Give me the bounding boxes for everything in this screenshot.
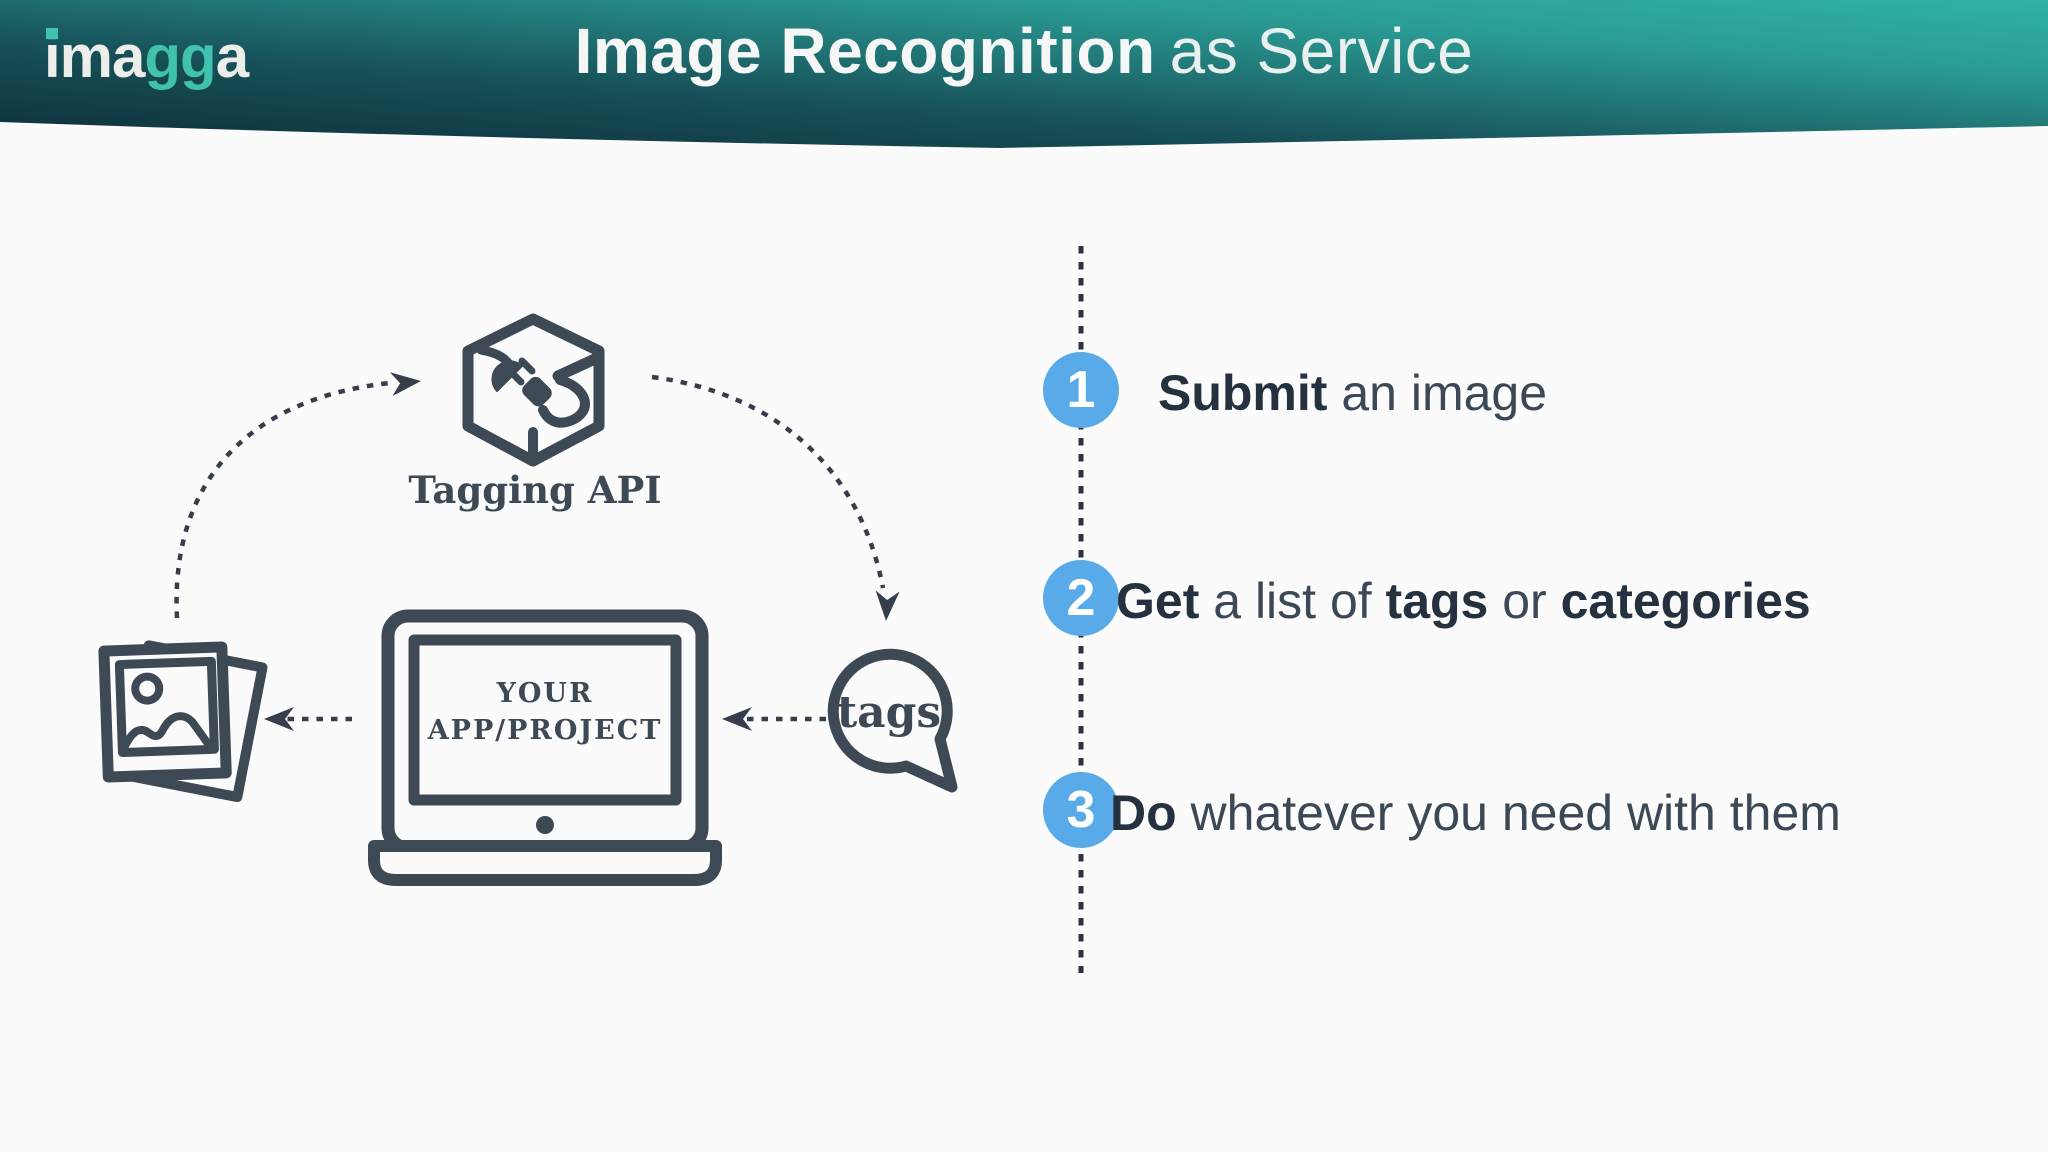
step-1-badge: 1 [1043,352,1119,428]
logo-letter-i: i [44,23,61,90]
header-wave-shape [0,0,2048,148]
logo-letters-gg: gg [144,23,216,90]
tagging-api-icon [462,313,605,467]
header-band [0,0,2048,148]
page-title-light: as Service [1169,15,1474,87]
step-2-number: 2 [1066,569,1096,627]
step-3-number: 3 [1066,781,1096,839]
logo-letter-a: a [215,23,249,90]
imagga-logo: imagga [44,22,249,91]
step-2-segment: tags [1385,573,1489,629]
tags-bubble-icon [827,648,958,793]
tagging-api-label: Tagging API [408,468,661,512]
step-3-badge: 3 [1043,772,1119,848]
step-2-badge: 2 [1043,560,1119,636]
step-2-segment: a list of [1199,573,1386,629]
tags-bubble-label: tags [837,687,941,738]
arrow-photos-to-api-icon [174,372,421,619]
step-1-segment: Submit [1158,365,1328,421]
step-3-segment: whatever you need with them [1176,785,1841,841]
step-3-text: Do whatever you need with them [1110,782,1841,844]
step-1-number: 1 [1066,361,1096,419]
step-2-segment: Get [1116,573,1200,629]
page-title-bold: Image Recognition [574,15,1156,87]
photos-icon [98,640,268,803]
laptop-label-line1: YOUR [496,678,594,709]
logo-letters-ma: ma [59,23,146,90]
step-2-segment: or [1488,573,1561,629]
step-2-segment: categories [1560,573,1811,629]
step-3-segment: Do [1110,785,1177,841]
laptop-icon [368,609,722,886]
step-1-segment: an image [1327,365,1548,421]
step-1-text: Submit an image [1158,362,1547,424]
arrow-api-to-tags-icon [651,374,900,621]
arrow-laptop-to-photos-icon [264,707,352,731]
arrow-tags-to-laptop-icon [722,707,826,731]
step-2-text: Get a list of tags or categories [1116,570,1811,632]
laptop-label-line2: APP/PROJECT [427,715,663,746]
